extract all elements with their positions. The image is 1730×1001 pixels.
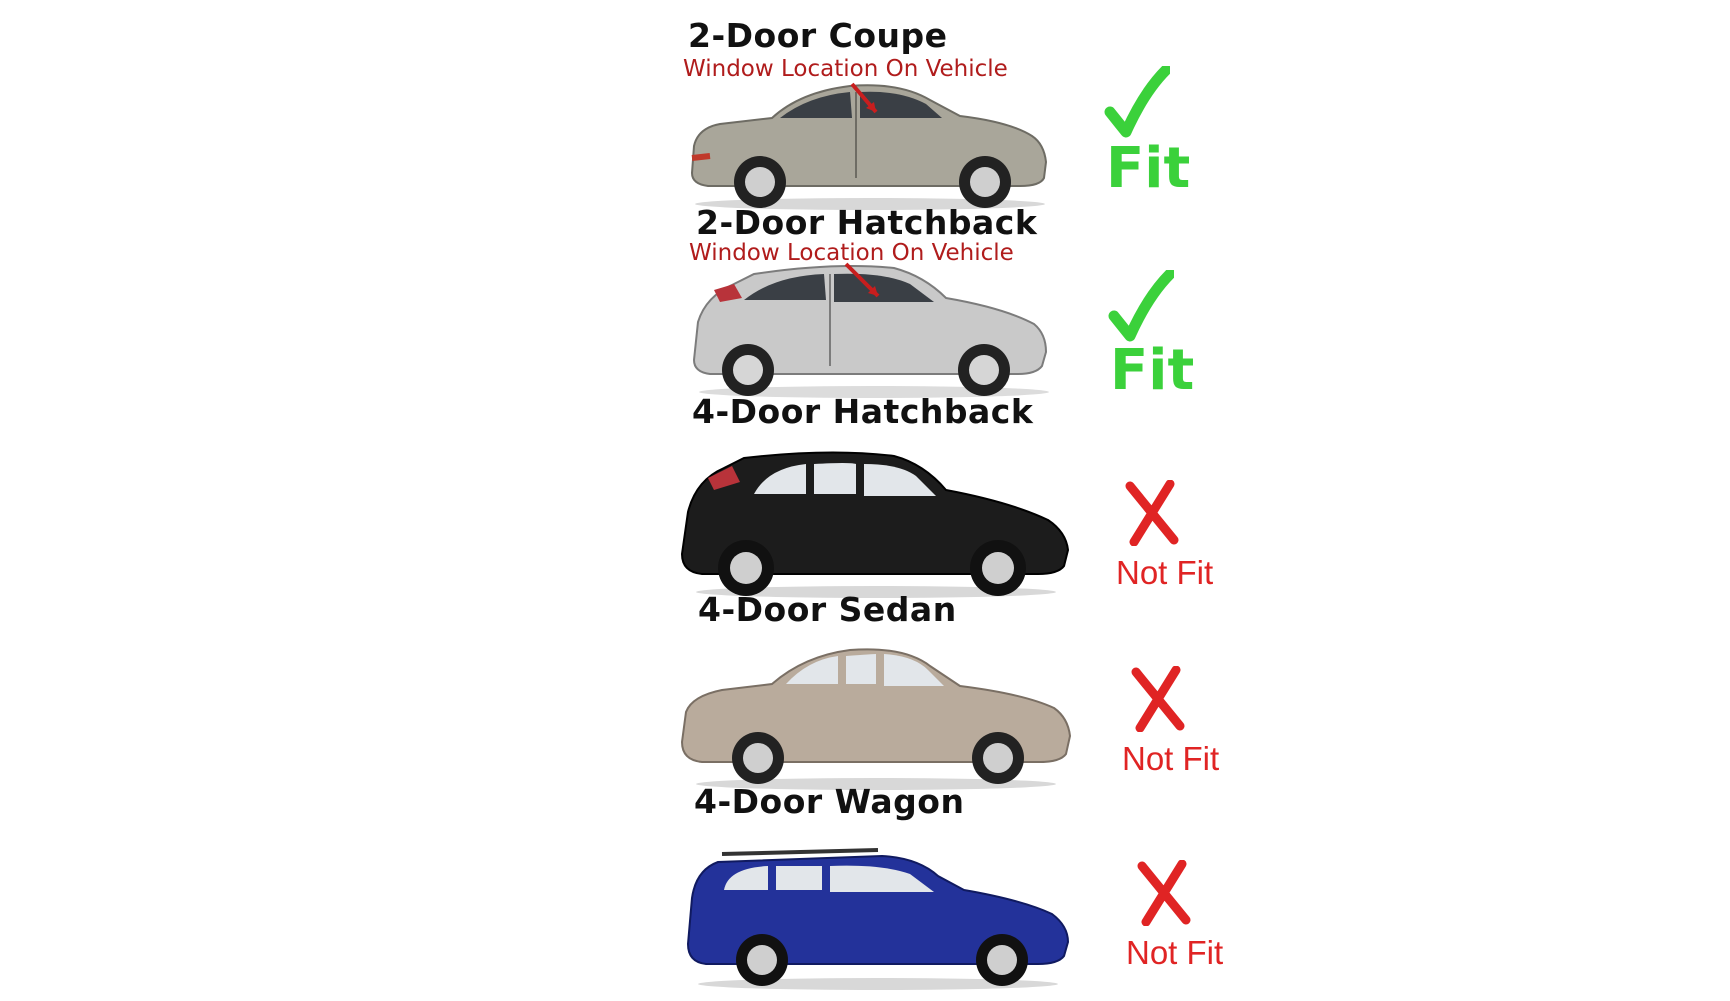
window-location-caption-coupe: Window Location On Vehicle [683,56,1008,82]
cross-icon [1125,480,1179,546]
window-location-caption-2-door-hatchback: Window Location On Vehicle [689,240,1014,266]
vehicle-label-4-door-hatchback: 4-Door Hatchback [692,392,1034,431]
4-door-wagon-car-image [686,848,1070,990]
check-icon [1108,270,1174,342]
cross-icon [1137,860,1191,926]
vehicle-label-4-door-sedan: 4-Door Sedan [698,590,957,629]
4-door-sedan-car-image [680,648,1072,790]
vehicle-label-4-door-wagon: 4-Door Wagon [694,782,965,821]
status-fit: Fit [1106,136,1191,201]
status-not-fit: Not Fit [1122,740,1220,777]
status-not-fit: Not Fit [1126,934,1224,971]
status-not-fit: Not Fit [1116,554,1214,591]
status-fit: Fit [1110,338,1195,403]
check-icon [1104,66,1170,138]
cross-icon [1131,666,1185,732]
4-door-hatchback-car-image [680,451,1070,598]
vehicle-label-2-door-hatchback: 2-Door Hatchback [696,203,1038,242]
vehicle-label-coupe: 2-Door Coupe [688,16,948,55]
coupe-car-image [690,82,1048,210]
2-door-hatchback-car-image [692,262,1049,398]
